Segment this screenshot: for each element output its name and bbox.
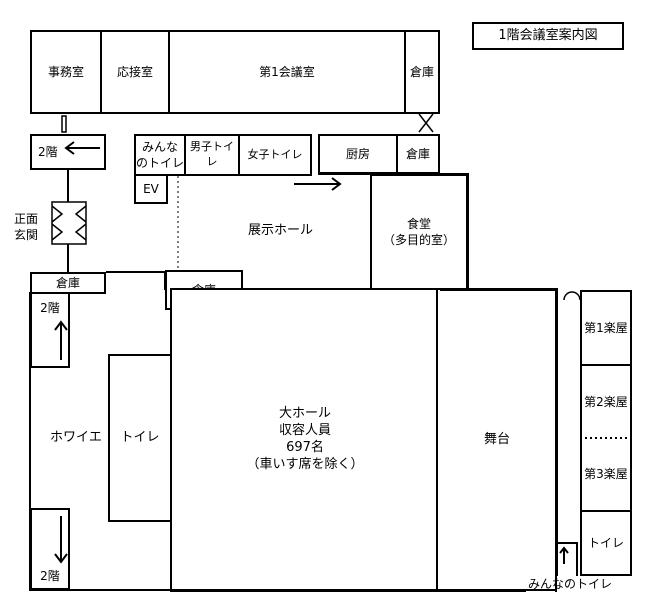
- exhibition-hall-label: 展示ホール: [248, 223, 314, 238]
- womens-toilet: 女子トイレ: [238, 134, 312, 176]
- cafeteria-outline: [318, 173, 469, 290]
- door-swing-top: [51, 205, 87, 223]
- stairs-upper: 2階: [30, 134, 106, 170]
- door-office: [61, 115, 67, 133]
- main-hall: 大ホール 収容人員 697名 （車いす席を除く）: [170, 288, 440, 592]
- accessible-toilet-top-label-2: のトイレ: [136, 156, 185, 170]
- entrance-label-2: 玄関: [14, 228, 39, 243]
- accessible-toilet-bottom-label: みんなのトイレ: [526, 576, 615, 593]
- foyer-label: ホワイエ: [50, 430, 102, 445]
- entrance-label-1: 正面: [14, 212, 39, 226]
- outer-walls: [29, 173, 557, 592]
- arrow-accessible-toilet: [559, 546, 569, 564]
- arrow-left-stairs: [54, 320, 68, 360]
- door-swing-bottom: [51, 223, 87, 241]
- map-title: 1階会議室案内図: [472, 22, 624, 50]
- entrance-vestibule: [51, 201, 87, 245]
- dressing-room-2-label: 第2楽屋: [584, 394, 628, 409]
- main-hall-label-2: 収容人員: [278, 423, 331, 439]
- foyer-top-wall: [106, 271, 166, 290]
- stairs-left-label: 2階: [40, 301, 60, 315]
- stairs-arrows: [54, 141, 569, 564]
- accessible-toilet-top: みんな のトイレ: [134, 134, 186, 176]
- dressing-room-3-label: 第3楽屋: [584, 466, 628, 481]
- cafeteria-label-2: （多目的室）: [382, 233, 455, 247]
- mens-toilet: 男子トイレ: [184, 134, 240, 176]
- building-outer-wall: [29, 292, 556, 591]
- arrow-bottom-stairs: [54, 516, 68, 564]
- arrow-upper-stairs: [64, 141, 100, 155]
- main-hall-label-4: （車いす席を除く）: [246, 456, 364, 472]
- storage-top-right: 倉庫: [404, 30, 440, 114]
- cafeteria-label-1: 食堂: [406, 216, 431, 231]
- toilet-center: トイレ: [108, 354, 172, 522]
- storage-kitchen: 倉庫: [396, 134, 440, 174]
- entrance-label: 正面 玄関: [14, 211, 38, 243]
- elevator: EV: [134, 174, 168, 204]
- reception-room: 応接室: [100, 30, 170, 114]
- main-hall-label-3: 697名: [286, 440, 324, 455]
- door-dressing-1: [563, 291, 581, 301]
- stage-right-wall: [440, 289, 557, 592]
- office: 事務室: [30, 30, 102, 114]
- entrance-wall-left-lower: [67, 244, 69, 272]
- entrance-doors: [51, 201, 87, 245]
- door-marks: [61, 113, 581, 301]
- arrow-middle-stairs: [294, 177, 342, 191]
- accessible-toilet-top-label-1: みんな: [141, 139, 178, 154]
- door-storage-top: [418, 113, 434, 133]
- main-hall-label-1: 大ホール: [278, 406, 331, 422]
- conference-room-1: 第1会議室: [168, 30, 406, 114]
- toilet-right: トイレ: [580, 510, 632, 576]
- stairs-bottom-label: 2階: [40, 568, 60, 583]
- stairs-upper-label: 2階: [38, 144, 58, 159]
- entrance-wall-left: [67, 170, 69, 202]
